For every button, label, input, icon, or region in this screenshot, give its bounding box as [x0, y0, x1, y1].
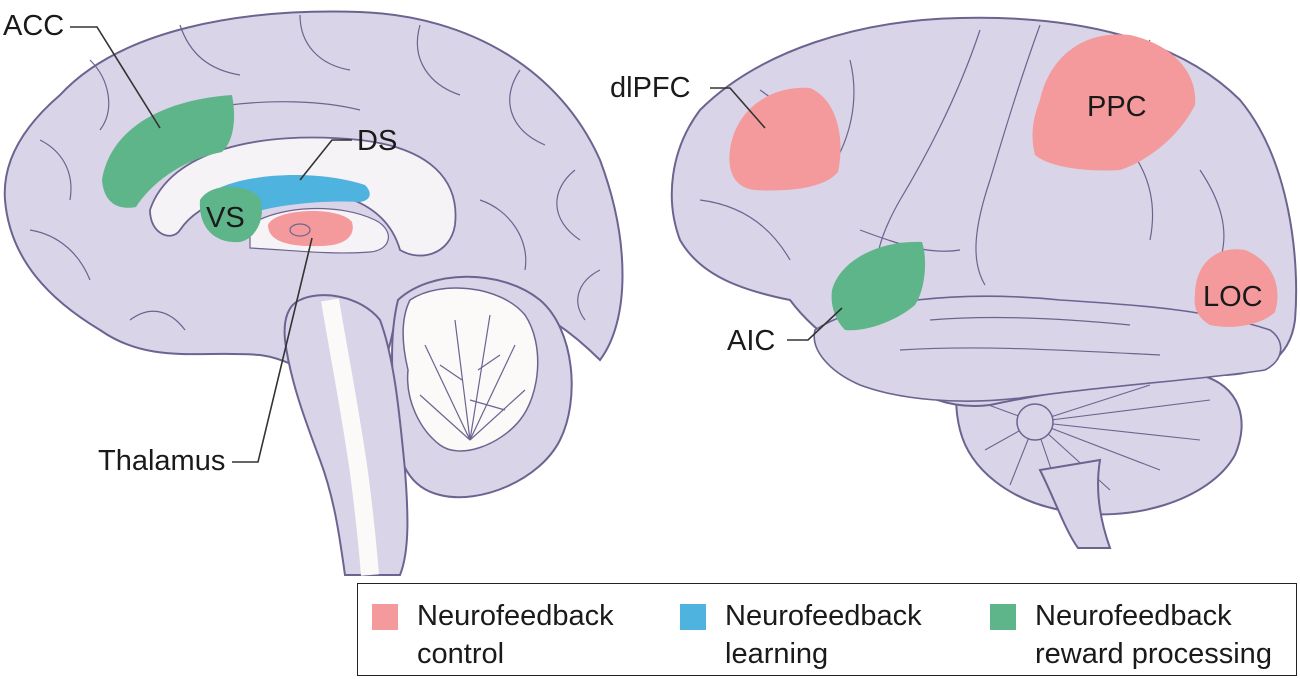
label-loc: LOC	[1203, 281, 1263, 313]
brainstem-canal	[321, 298, 379, 576]
region-acc	[102, 95, 235, 208]
lateral-brain-view	[670, 16, 1298, 549]
legend-label-control-line1: Neurofeedback	[417, 600, 614, 632]
corpus-callosum	[149, 136, 457, 257]
arbor-branches	[419, 314, 526, 441]
legend: Neurofeedback control Neurofeedback lear…	[357, 583, 1297, 676]
legend-label-reward-line1: Neurofeedback	[1035, 600, 1232, 632]
region-ppc	[1032, 34, 1196, 171]
legend-label-learning-line2: learning	[725, 638, 829, 670]
label-vs: VS	[206, 202, 245, 234]
label-aic: AIC	[727, 325, 776, 357]
label-thalamus: Thalamus	[98, 445, 226, 477]
label-ds: DS	[357, 125, 398, 157]
legend-swatch-reward	[990, 604, 1016, 630]
legend-label-learning-line1: Neurofeedback	[725, 600, 922, 632]
region-loc	[1194, 249, 1278, 327]
region-dlpfc	[729, 87, 841, 191]
lateral-leader-lines	[710, 87, 843, 341]
medial-leader-lines	[70, 26, 352, 463]
legend-swatch-learning	[680, 604, 706, 630]
cerebellum-center	[1016, 403, 1054, 441]
legend-label-control-line2: control	[417, 638, 505, 670]
thalamus-detail	[289, 223, 311, 237]
lateral-brainstem	[1038, 458, 1112, 549]
temporal-lobe	[813, 295, 1282, 402]
region-thalamus	[268, 211, 353, 247]
legend-label-reward-line2: reward processing	[1035, 638, 1272, 670]
label-dlpfc: dlPFC	[610, 72, 691, 104]
label-ppc: PPC	[1087, 91, 1147, 123]
label-acc: ACC	[3, 10, 65, 42]
region-aic	[831, 241, 926, 331]
medial-brain-view	[3, 10, 624, 576]
medial-gyri	[29, 14, 601, 331]
region-vs	[199, 186, 262, 243]
legend-swatch-control	[372, 604, 398, 630]
